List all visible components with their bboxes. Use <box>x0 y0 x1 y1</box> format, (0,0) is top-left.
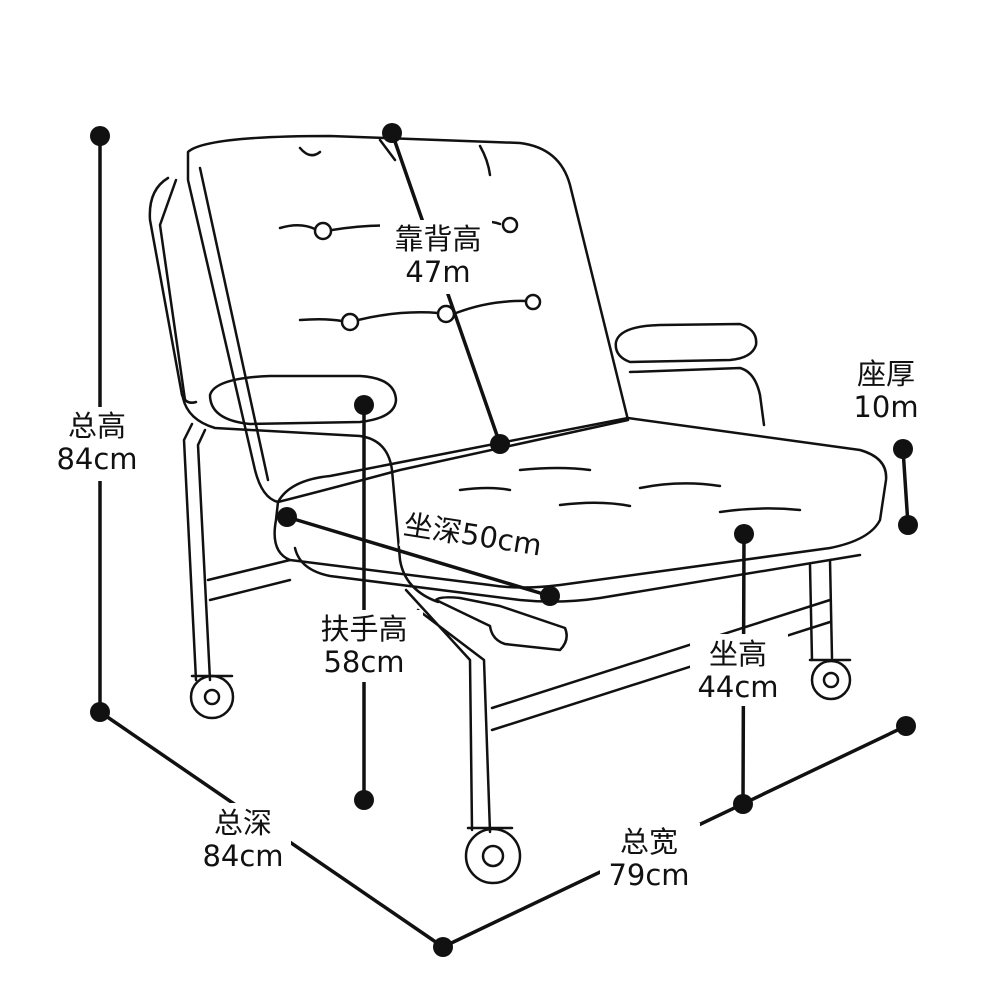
total-width-end-dot <box>896 716 916 736</box>
seat-height-label: 坐高 44cm <box>697 638 778 704</box>
total-depth-name: 总深 <box>213 806 273 840</box>
seat-height-top-dot <box>734 524 754 544</box>
seat-thickness-name: 座厚 <box>856 357 915 391</box>
backrest-left-panel <box>148 176 198 404</box>
armrest-height-label: 扶手高 58cm <box>320 613 407 679</box>
caster-front <box>464 826 522 885</box>
seat-thickness-bottom-dot <box>898 515 918 535</box>
backrest-height-name: 靠背高 <box>394 222 482 256</box>
seat-height-bottom-dot <box>733 794 753 814</box>
seat-front-edge <box>293 546 862 603</box>
backrest-height-label: 靠背高 47m <box>394 223 481 289</box>
seat-height-value: 44cm <box>697 670 779 704</box>
total-height-label: 总高 84cm <box>56 410 137 476</box>
backrest-height-value: 47m <box>405 255 471 289</box>
depth-width-corner-dot <box>433 937 453 957</box>
right-armrest-pad <box>614 322 758 364</box>
total-width-name: 总宽 <box>619 825 679 859</box>
total-height-name: 总高 <box>67 409 127 443</box>
total-width-value: 79cm <box>608 858 690 892</box>
armrest-height-value: 58cm <box>323 645 405 679</box>
left-armrest-frame <box>181 396 440 604</box>
backrest-inner-seam <box>198 166 270 482</box>
seat-thickness-value: 10m <box>853 390 919 424</box>
seat-height-name: 坐高 <box>708 637 768 671</box>
backrest-cushion <box>186 134 630 504</box>
armrest-bottom-dot <box>354 790 374 810</box>
total-depth-label: 总深 84cm <box>202 807 283 873</box>
armrest-front-cap <box>434 596 568 652</box>
caster-left-back <box>189 674 235 720</box>
seat-thickness-top-dot <box>893 439 913 459</box>
backrest-top-dot <box>382 123 402 143</box>
total-depth-value: 84cm <box>202 839 284 873</box>
total-height-bottom-dot <box>90 702 110 722</box>
left-armrest-pad <box>208 374 398 426</box>
caster-right-back <box>808 658 852 701</box>
seat-thickness-line <box>901 447 910 527</box>
total-height-value: 84cm <box>56 442 138 476</box>
total-width-label: 总宽 79cm <box>608 826 689 892</box>
seat-depth-end-dot <box>540 586 560 606</box>
seat-depth-start-dot <box>277 507 297 527</box>
seat-thickness-label: 座厚 10m <box>853 358 918 424</box>
backrest-side-tube <box>158 178 187 402</box>
seat-depth-line <box>285 515 552 598</box>
total-height-top-dot <box>90 126 110 146</box>
armrest-height-name: 扶手高 <box>320 612 408 646</box>
seat-cushion <box>273 416 888 589</box>
armrest-top-dot <box>354 395 374 415</box>
backrest-bottom-dot <box>490 434 510 454</box>
